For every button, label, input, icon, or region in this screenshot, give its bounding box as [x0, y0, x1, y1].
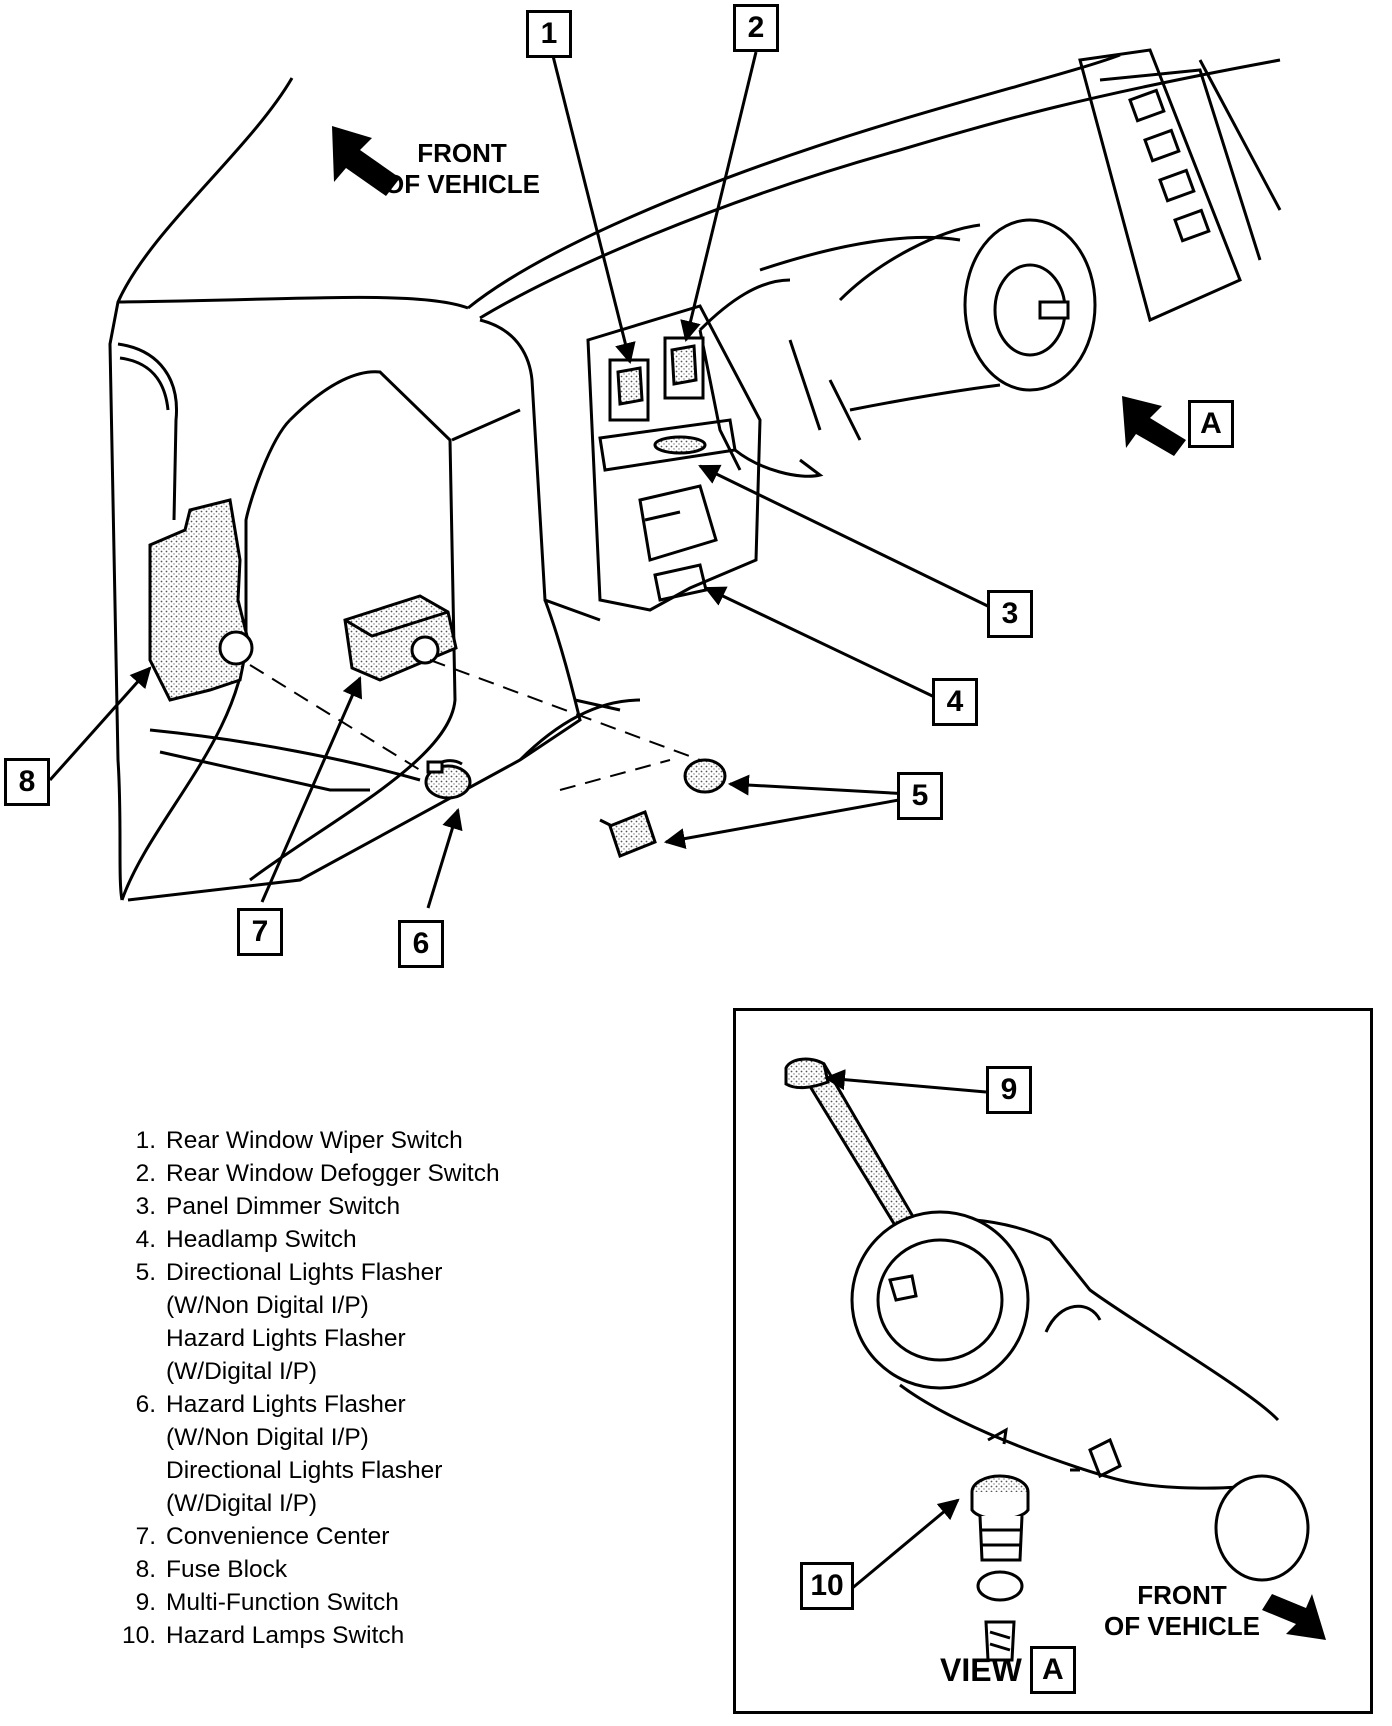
callout-1: 1: [526, 10, 572, 58]
parts-legend: 1. Rear Window Wiper Switch 2. Rear Window …: [100, 1124, 500, 1652]
view-word: VIEW: [940, 1651, 1022, 1688]
callout-7: 7: [237, 908, 283, 956]
convenience-center-drawing: [343, 594, 458, 682]
legend-text: Directional Lights Flasher (W/Non Digita…: [166, 1259, 443, 1385]
legend-text: Multi-Function Switch: [166, 1589, 399, 1616]
legend-item: 9. Multi-Function Switch: [100, 1586, 500, 1619]
view-a-title: VIEW A: [940, 1646, 1076, 1694]
install-dashes: [249, 659, 701, 791]
leader-4: [704, 586, 946, 704]
legend-item: 6. Hazard Lights Flasher (W/Non Digital I…: [100, 1388, 500, 1520]
legend-number: 10.: [121, 1622, 156, 1649]
legend-number: 5.: [135, 1259, 156, 1286]
leader-1: [550, 51, 636, 365]
legend-number: 1.: [135, 1127, 156, 1154]
legend-text: Hazard Lights Flasher (W/Non Digital I/P…: [166, 1391, 443, 1517]
legend-number: 7.: [135, 1523, 156, 1550]
view-a-leaders: [823, 1069, 987, 1592]
legend-text: Rear Window Wiper Switch: [166, 1127, 463, 1154]
leader-3: [698, 464, 1001, 614]
legend-item: 1. Rear Window Wiper Switch: [100, 1124, 500, 1157]
view-a-arrow: [1122, 396, 1186, 456]
callout-2: 2: [733, 4, 779, 52]
legend-number: 3.: [135, 1193, 156, 1220]
legend-item: 8. Fuse Block: [100, 1553, 500, 1586]
leader-8: [48, 666, 152, 781]
flasher-6-drawing: [424, 759, 472, 800]
legend-number: 6.: [135, 1391, 156, 1418]
legend-text: Convenience Center: [166, 1523, 390, 1550]
leader-6: [426, 807, 463, 909]
legend-text: Fuse Block: [166, 1556, 288, 1583]
leader-10: [849, 1498, 960, 1592]
callout-6: 6: [398, 920, 444, 968]
legend-item: 2. Rear Window Defogger Switch: [100, 1157, 500, 1190]
leader-2: [680, 51, 758, 343]
front-of-vehicle-label: FRONT OF VEHICLE: [384, 138, 541, 199]
leader-7: [260, 676, 363, 903]
callout-5: 5: [897, 772, 943, 820]
callout-10: 10: [800, 1562, 854, 1610]
legend-number: 2.: [135, 1160, 156, 1187]
legend-item: 5. Directional Lights Flasher (W/Non Digi…: [100, 1256, 500, 1388]
legend-text: Rear Window Defogger Switch: [166, 1160, 500, 1187]
leader-5a: [727, 774, 911, 796]
view-front-of-vehicle-label: FRONT OF VEHICLE: [1104, 1580, 1261, 1641]
leader-5b: [663, 796, 911, 849]
direction-arrows: [332, 126, 1326, 1640]
fuse-block-drawing: [148, 498, 254, 702]
legend-text: Hazard Lamps Switch: [166, 1622, 405, 1649]
dashboard-drawing: [108, 48, 1282, 902]
view-a-drawing: [784, 1057, 1310, 1662]
legend-item: 4. Headlamp Switch: [100, 1223, 500, 1256]
leader-9: [823, 1069, 987, 1094]
leader-arrows: [48, 51, 1001, 909]
front-arrow-view: [1262, 1594, 1326, 1640]
callout-3: 3: [987, 590, 1033, 638]
front-arrow-top: [332, 126, 400, 196]
callout-4: 4: [932, 678, 978, 726]
callout-a: A: [1188, 400, 1234, 448]
callout-9: 9: [986, 1066, 1032, 1114]
legend-item: 10. Hazard Lamps Switch: [100, 1619, 500, 1652]
legend-number: 4.: [135, 1226, 156, 1253]
legend-number: 9.: [135, 1589, 156, 1616]
legend-item: 3. Panel Dimmer Switch: [100, 1190, 500, 1223]
flasher-5-drawing: [599, 758, 727, 858]
view-letter-box: A: [1029, 1646, 1076, 1694]
view-a-inset: [733, 1008, 1373, 1714]
legend-number: 8.: [135, 1556, 156, 1583]
legend-text: Panel Dimmer Switch: [166, 1193, 401, 1220]
callout-8: 8: [4, 758, 50, 806]
legend-item: 7. Convenience Center: [100, 1520, 500, 1553]
legend-text: Headlamp Switch: [166, 1226, 357, 1253]
